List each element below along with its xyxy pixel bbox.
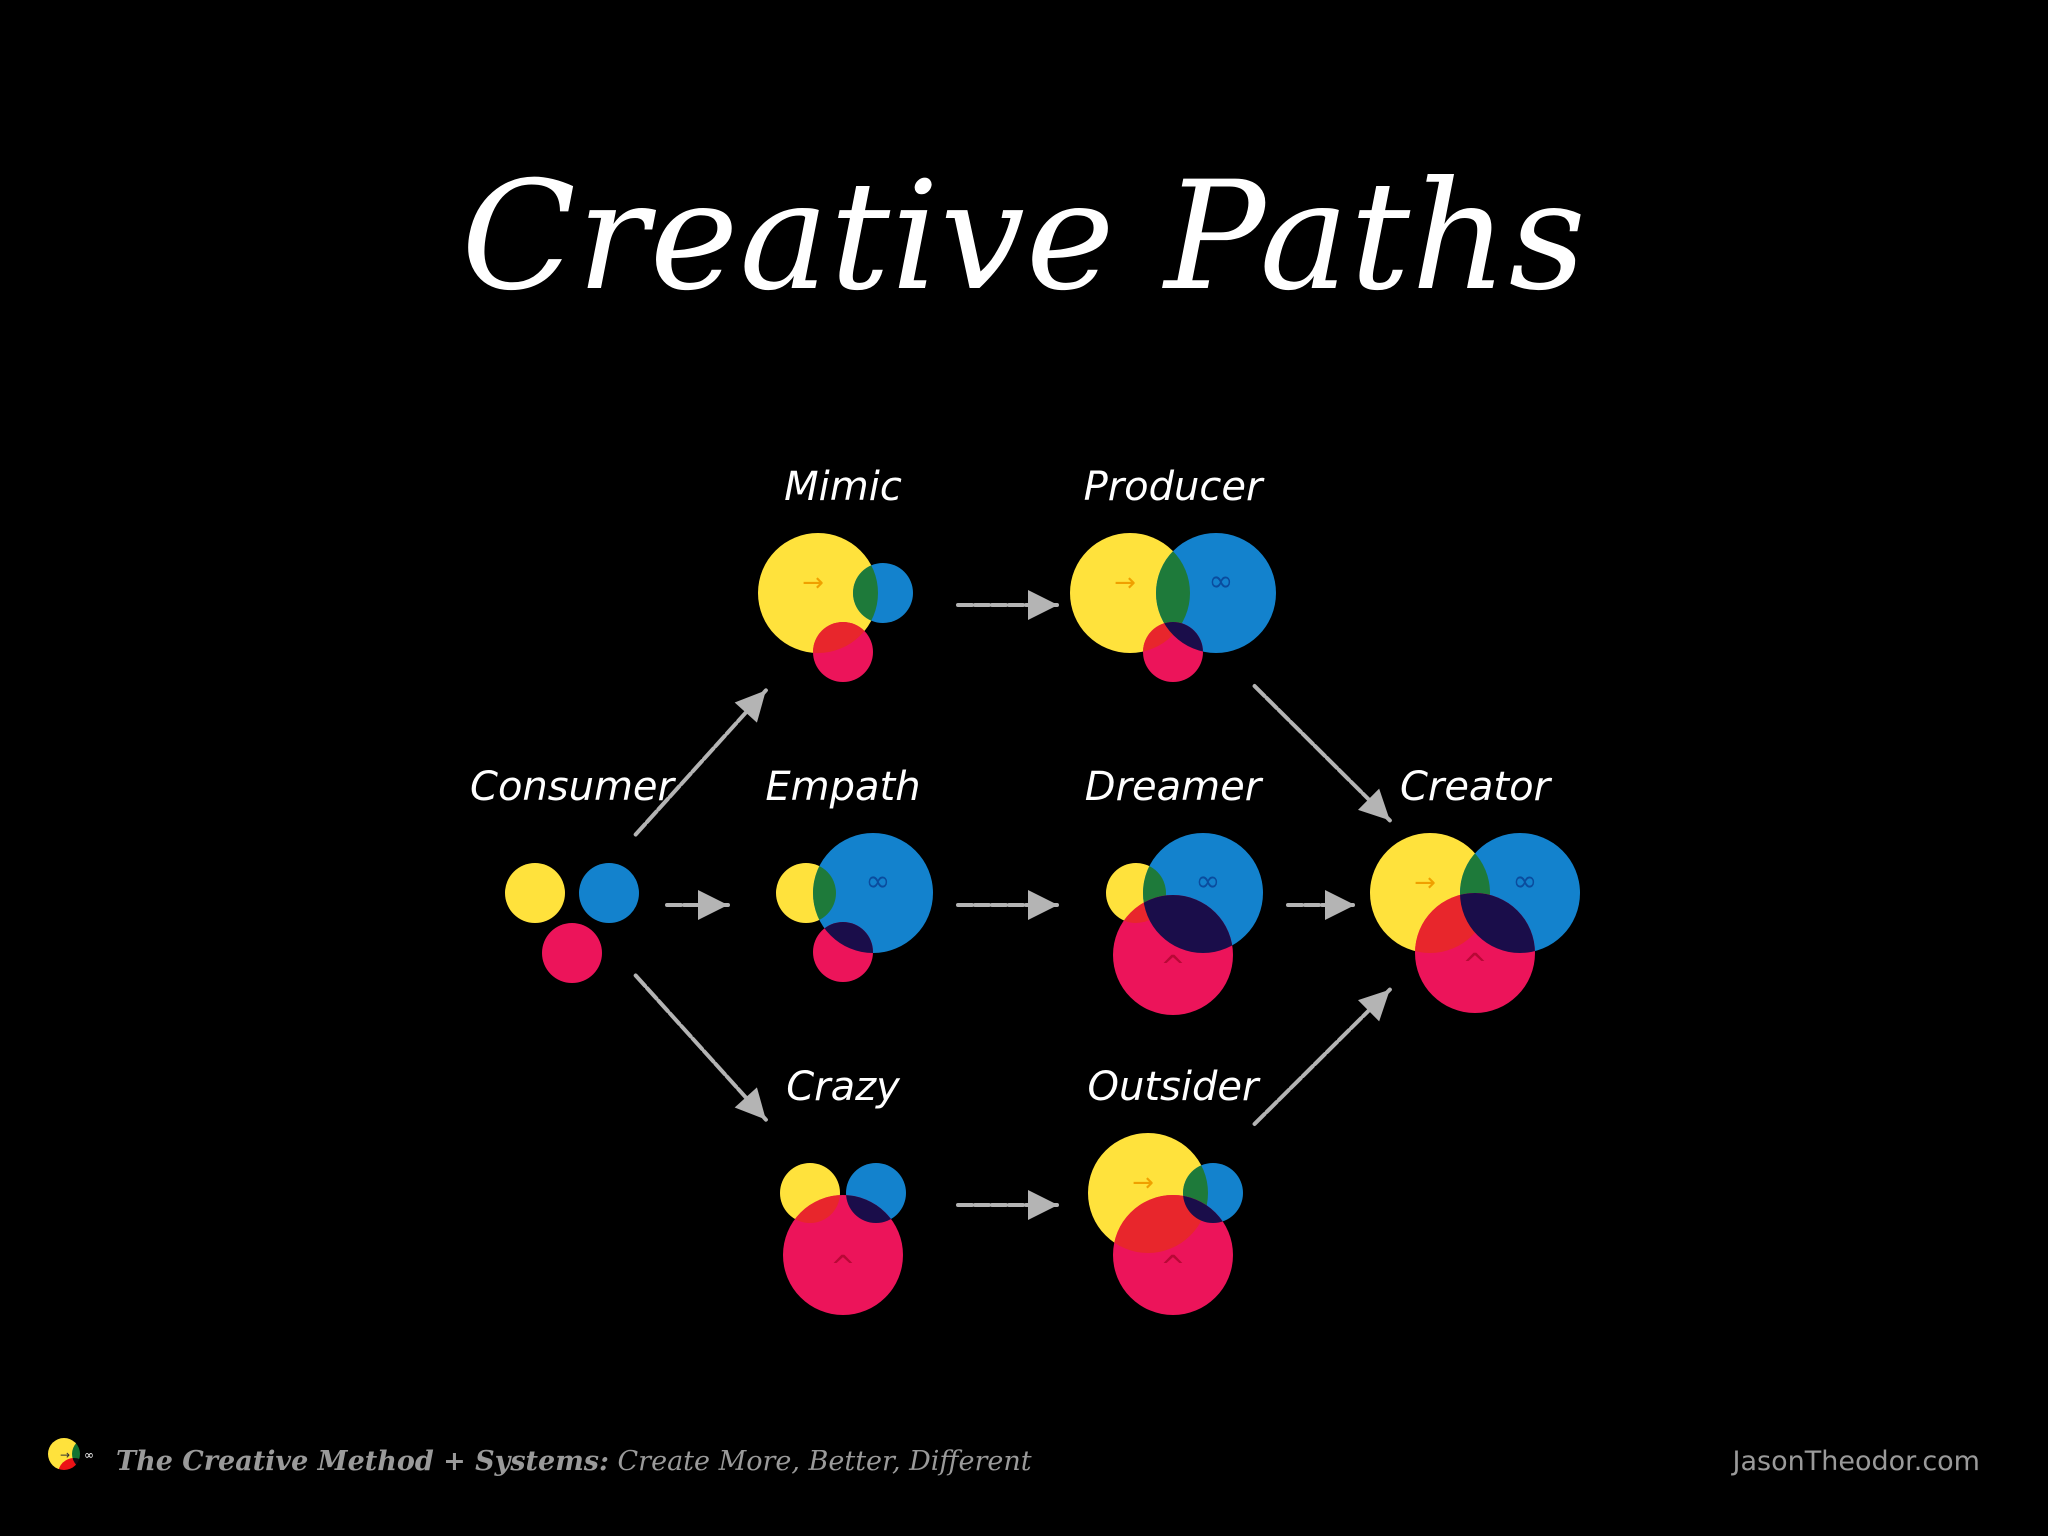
infinity-icon: ∞ — [866, 864, 891, 899]
logo-icon: → ∞ — [48, 1438, 104, 1490]
infinity-icon: ∞ — [1209, 564, 1234, 599]
node-outsider: Outsider → ^ — [1088, 1064, 1261, 1315]
edge-crazy-outsider — [956, 1190, 1060, 1220]
yellow-circle — [1070, 533, 1190, 653]
arch-icon: ^ — [1160, 1250, 1185, 1285]
footer-series-subtitle: Create More, Better, Different — [608, 1446, 1032, 1477]
edges — [633, 590, 1392, 1220]
blue-circle — [1156, 533, 1276, 653]
arch-icon: ^ — [1462, 948, 1487, 983]
edge-dreamer-creator — [1286, 890, 1357, 920]
arrowhead-icon — [734, 1087, 766, 1120]
node-label-mimic: Mimic — [784, 464, 902, 510]
infinity-icon: ∞ — [1196, 864, 1221, 899]
arrowhead-icon — [1028, 1190, 1058, 1220]
blue-circle — [579, 863, 639, 923]
edge-mimic-producer — [956, 590, 1060, 620]
arrow-line — [1252, 684, 1392, 823]
pink-circle — [542, 923, 602, 983]
infinity-icon: ∞ — [1513, 864, 1538, 899]
pink-circle — [783, 1195, 903, 1315]
node-label-dreamer: Dreamer — [1085, 764, 1264, 810]
slide-title: Creative Paths — [461, 150, 1587, 324]
node-label-empath: Empath — [765, 764, 920, 810]
edge-consumer-crazy — [633, 973, 768, 1122]
arrowhead-icon — [1358, 788, 1390, 821]
node-creator: Creator → ∞ ^ — [1370, 764, 1580, 1013]
arrowhead-icon — [698, 890, 728, 920]
svg-text:∞: ∞ — [84, 1448, 94, 1462]
nodes: ConsumerMimic→Empath∞Crazy^Producer→∞Dre… — [470, 464, 1580, 1315]
node-dreamer: Dreamer ∞ ^ — [1085, 764, 1264, 1015]
arrow-icon: → — [1414, 868, 1436, 898]
node-empath: Empath ∞ — [765, 764, 933, 982]
node-label-outsider: Outsider — [1088, 1064, 1261, 1110]
node-label-creator: Creator — [1400, 764, 1553, 810]
arrow-icon: → — [1114, 568, 1136, 598]
node-mimic: Mimic → — [758, 464, 913, 682]
node-crazy: Crazy ^ — [780, 1064, 906, 1315]
arch-icon: ^ — [830, 1250, 855, 1285]
node-label-crazy: Crazy — [786, 1064, 901, 1110]
node-consumer: Consumer — [470, 764, 677, 983]
blue-pink-overlap — [1143, 895, 1233, 953]
edge-outsider-creator — [1252, 987, 1392, 1126]
node-label-consumer: Consumer — [470, 764, 677, 810]
arrowhead-icon — [734, 690, 766, 723]
footer-series: The Creative Method + Systems: Create Mo… — [116, 1446, 1032, 1477]
yellow-circle — [505, 863, 565, 923]
arrowhead-icon — [1325, 890, 1355, 920]
node-producer: Producer → ∞ — [1070, 464, 1276, 682]
edge-producer-creator — [1252, 684, 1392, 823]
arrow-line — [1252, 987, 1392, 1126]
svg-text:→: → — [60, 1448, 70, 1462]
footer-site: JasonTheodor.com — [1732, 1446, 1980, 1477]
arrow-icon: → — [1132, 1168, 1154, 1198]
node-label-producer: Producer — [1084, 464, 1265, 510]
footer-series-title: The Creative Method + Systems: — [116, 1446, 609, 1477]
arrow-line — [633, 688, 768, 837]
edge-empath-dreamer — [956, 890, 1060, 920]
arrowhead-icon — [1028, 590, 1058, 620]
edge-consumer-mimic — [633, 688, 768, 837]
arrow-icon: → — [802, 568, 824, 598]
arrow-line — [633, 973, 768, 1122]
blue-pink-overlap — [1460, 893, 1535, 953]
yellow-blue-overlap — [853, 563, 878, 623]
arrowhead-icon — [1028, 890, 1058, 920]
arrowhead-icon — [1358, 989, 1390, 1022]
arch-icon: ^ — [1160, 950, 1185, 985]
yellow-pink-overlap — [1415, 893, 1490, 953]
edge-consumer-empath — [665, 890, 730, 920]
